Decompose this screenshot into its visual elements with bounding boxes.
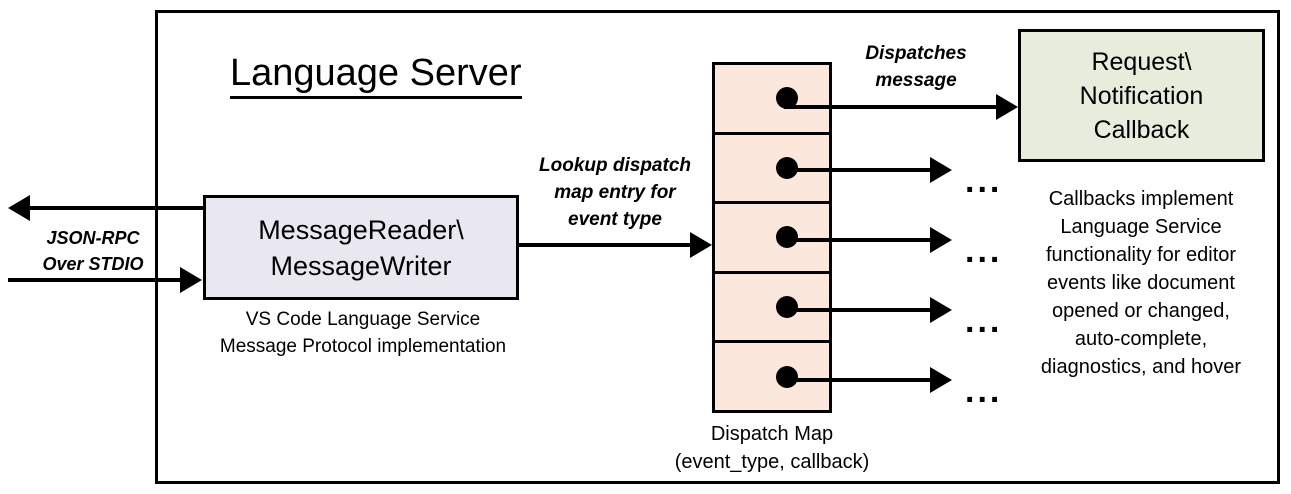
dispatch-map-row[interactable] <box>715 135 829 205</box>
dispatch-map-row[interactable] <box>715 204 829 274</box>
filled-dot-icon <box>776 87 798 110</box>
inbound-jsonrpc-line <box>8 278 193 282</box>
message-box-caption: VS Code Language Service Message Protoco… <box>183 306 543 360</box>
dispatch-label-line2: message <box>875 70 957 91</box>
dispatch-row3-ellipsis: ... <box>965 232 1003 270</box>
message-caption-line1: VS Code Language Service <box>245 309 481 330</box>
dispatch-map-row[interactable] <box>715 343 829 410</box>
message-box-line2: MessageWriter <box>270 250 452 281</box>
message-box-line1: MessageReader\ <box>258 214 464 245</box>
filled-dot-icon <box>776 296 798 319</box>
dispatch-edge-label: Dispatches message <box>836 40 996 94</box>
arrow-right-icon <box>930 297 952 323</box>
arrow-right-icon <box>690 232 712 258</box>
filled-dot-icon <box>776 365 798 388</box>
callback-caption-line1: Callbacks implement <box>1048 188 1234 210</box>
dispatch-map-caption-line2: (event_type, callback) <box>674 451 870 473</box>
page-title: Language Server <box>230 50 650 99</box>
dispatch-row3-line <box>784 238 936 242</box>
arrow-right-icon <box>180 267 202 293</box>
callback-caption-line6: auto-complete, <box>1074 328 1208 350</box>
callback-caption-line7: diagnostics, and hover <box>1040 356 1242 378</box>
lookup-label-line3: event type <box>568 209 662 230</box>
arrow-left-icon <box>8 195 30 221</box>
dispatch-map-table[interactable] <box>712 62 832 413</box>
message-caption-line2: Message Protocol implementation <box>219 336 507 357</box>
arrow-right-icon <box>930 367 952 393</box>
lookup-label-line1: Lookup dispatch <box>539 155 691 176</box>
arrow-right-icon <box>930 227 952 253</box>
dispatch-row5-ellipsis: ... <box>965 372 1003 410</box>
dispatch-map-row[interactable] <box>715 274 829 344</box>
lookup-edge-line <box>517 243 697 247</box>
callback-caption-line5: opened or changed, <box>1052 300 1230 322</box>
dispatch-row2-ellipsis: ... <box>965 162 1003 200</box>
arrow-right-icon <box>930 157 952 183</box>
callback-caption-line2: Language Service <box>1060 216 1222 238</box>
dispatch-map-caption: Dispatch Map (event_type, callback) <box>650 420 894 476</box>
callback-box-line3: Callback <box>1093 115 1190 144</box>
dispatch-row5-line <box>784 378 936 382</box>
dispatch-row4-ellipsis: ... <box>965 302 1003 340</box>
callback-caption-line4: events like document <box>1047 272 1235 294</box>
message-reader-writer-box[interactable]: MessageReader\ MessageWriter <box>203 195 519 300</box>
filled-dot-icon <box>776 226 798 249</box>
page-title-text: Language Server <box>230 52 522 99</box>
filled-dot-icon <box>776 156 798 179</box>
callback-box-line2: Notification <box>1079 81 1204 110</box>
callback-box-line1: Request\ <box>1091 47 1192 76</box>
callback-caption-line3: functionality for editor <box>1045 244 1237 266</box>
language-server-boundary <box>155 10 1280 484</box>
jsonrpc-label-line2: Over STDIO <box>42 254 144 274</box>
jsonrpc-label-line1: JSON-RPC <box>46 228 140 248</box>
dispatch-label-line1: Dispatches <box>865 43 967 64</box>
lookup-label-line2: map entry for <box>554 182 676 203</box>
dispatch-map-caption-line1: Dispatch Map <box>710 423 834 445</box>
dispatch-row4-line <box>784 308 936 312</box>
dispatch-row1-line <box>784 105 1010 109</box>
lookup-edge-label: Lookup dispatch map entry for event type <box>515 152 715 233</box>
callback-box-caption: Callbacks implement Language Service fun… <box>1008 185 1274 381</box>
dispatch-map-row[interactable] <box>715 65 829 135</box>
request-notification-callback-box[interactable]: Request\ Notification Callback <box>1018 29 1265 162</box>
jsonrpc-transport-label: JSON-RPC Over STDIO <box>28 225 158 277</box>
dispatch-row2-line <box>784 168 936 172</box>
arrow-right-icon <box>996 94 1018 120</box>
